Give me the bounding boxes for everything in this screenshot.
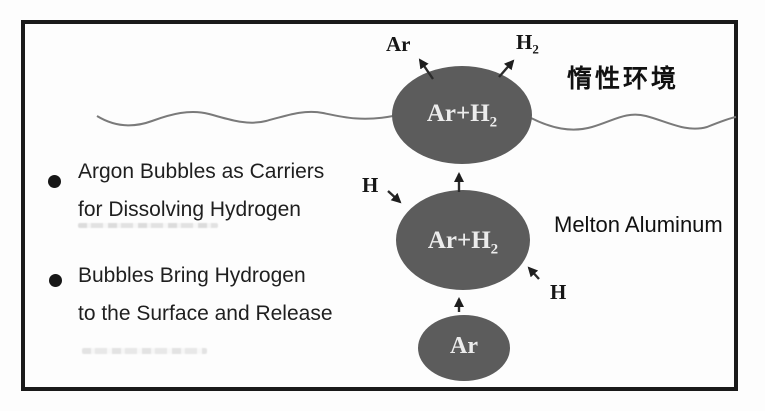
bubble-surface-subscript: 2: [489, 114, 498, 131]
bubble-surface-formula: Ar+H: [426, 100, 490, 127]
bullet-icon: [49, 274, 62, 287]
bubble-rising-formula: Ar+H: [427, 227, 491, 254]
escaping-hydrogen-symbol: H: [516, 30, 533, 54]
melt-surface-wave-left: [96, 110, 394, 127]
arrow-hydrogen-in-right: [527, 266, 540, 280]
dissolved-hydrogen-right-label: H: [550, 280, 567, 304]
note-1-line-1: Argon Bubbles as Carriers: [78, 160, 325, 183]
bubble-rising: [396, 190, 530, 290]
escaping-hydrogen-label: H2: [516, 30, 539, 58]
erased-text-artifact: [82, 348, 207, 354]
escaping-hydrogen-subscript: 2: [532, 41, 539, 57]
bubble-rising-label: Ar+H2: [393, 227, 533, 258]
arrow-argon-escaping: [418, 58, 434, 80]
dissolved-hydrogen-left-label: H: [362, 173, 379, 197]
bubble-injected-label: Ar: [450, 333, 478, 359]
erased-text-artifact: [78, 223, 218, 228]
arrow-hydrogen-escaping: [498, 59, 515, 78]
diagram-border: [21, 20, 738, 391]
note-2-line-2: to the Surface and Release: [78, 302, 333, 325]
arrow-hydrogen-in-left: [387, 190, 402, 204]
note-2-line-1: Bubbles Bring Hydrogen: [78, 264, 306, 287]
bubble-surface-label: Ar+H2: [392, 100, 532, 131]
molten-aluminum-label: Melton Aluminum: [554, 212, 723, 237]
escaping-argon-label: Ar: [386, 32, 411, 56]
bubble-rising-subscript: 2: [490, 241, 499, 258]
note-1-line-2: for Dissolving Hydrogen: [78, 198, 301, 221]
inert-environment-label: 惰性环境: [567, 64, 680, 93]
bullet-icon: [48, 175, 61, 188]
bubble-surface: [392, 66, 532, 164]
melt-surface-wave-right: [530, 113, 737, 131]
bubble-injected: [418, 315, 510, 381]
